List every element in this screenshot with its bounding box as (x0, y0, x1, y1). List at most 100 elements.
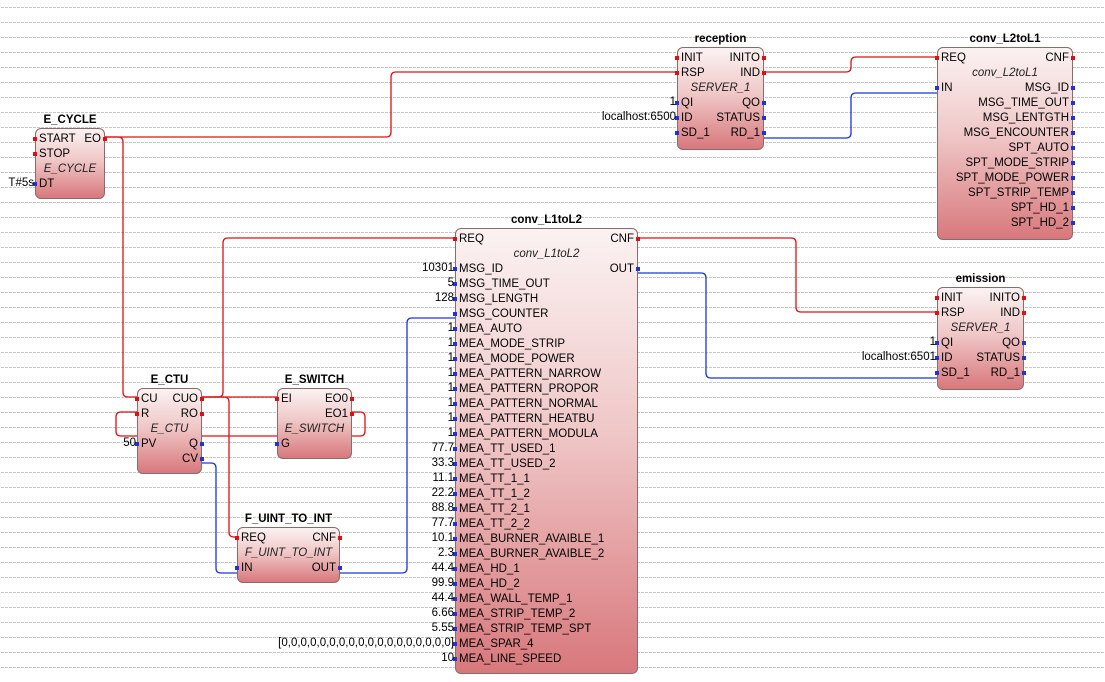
data-port-marker[interactable] (453, 642, 457, 646)
pin-mea-pattern-normal[interactable]: MEA_PATTERN_NORMAL (453, 397, 598, 412)
pin-mea-mode-power[interactable]: MEA_MODE_POWER (453, 352, 575, 367)
param-value-mea-mode-strip[interactable]: 1 (447, 337, 454, 349)
param-value-id[interactable]: localhost:6500 (601, 111, 676, 123)
pin-msg-encounter[interactable]: MSG_ENCOUNTER (964, 126, 1075, 141)
event-port-marker[interactable] (33, 152, 37, 156)
event-port-marker[interactable] (350, 397, 354, 401)
pin-mea-wall-temp-1[interactable]: MEA_WALL_TEMP_1 (453, 592, 572, 607)
wire-conv-l1tol2-out-to-emission-sd1[interactable] (637, 272, 940, 379)
pin-cnf[interactable]: CNF (312, 531, 342, 546)
param-value-mea-pattern-propor[interactable]: 1 (447, 382, 454, 394)
pin-mea-tt-2-1[interactable]: MEA_TT_2_1 (453, 502, 530, 517)
param-value-mea-tt-2-2[interactable]: 77.7 (431, 517, 454, 529)
event-port-marker[interactable] (675, 56, 679, 60)
pin-req[interactable]: REQ (235, 531, 266, 546)
pin-sd-1[interactable]: SD_1 (675, 126, 710, 141)
pin-mea-mode-strip[interactable]: MEA_MODE_STRIP (453, 337, 565, 352)
pin-init[interactable]: INIT (675, 51, 703, 66)
pin-spt-hd-2[interactable]: SPT_HD_2 (1011, 216, 1075, 231)
data-port-marker[interactable] (1022, 341, 1026, 345)
pin-g[interactable]: G (275, 437, 290, 452)
pin-pv[interactable]: PV (135, 437, 156, 452)
pin-mea-pattern-propor[interactable]: MEA_PATTERN_PROPOR (453, 382, 599, 397)
event-port-marker[interactable] (935, 296, 939, 300)
pin-mea-hd-1[interactable]: MEA_HD_1 (453, 562, 520, 577)
data-port-marker[interactable] (453, 522, 457, 526)
pin-cnf[interactable]: CNF (610, 232, 640, 247)
pin-rd-1[interactable]: RD_1 (731, 126, 766, 141)
pin-qi[interactable]: QI (935, 336, 953, 351)
pin-cnf[interactable]: CNF (1045, 51, 1075, 66)
param-value-mea-mode-power[interactable]: 1 (447, 352, 454, 364)
param-value-msg-id[interactable]: 10301 (422, 262, 454, 274)
param-value-pv[interactable]: 50 (123, 437, 136, 449)
event-port-marker[interactable] (338, 536, 342, 540)
pin-mea-tt-used-1[interactable]: MEA_TT_USED_1 (453, 442, 556, 457)
pin-eo1[interactable]: EO1 (325, 407, 354, 422)
data-port-marker[interactable] (453, 492, 457, 496)
pin-ei[interactable]: EI (275, 392, 292, 407)
data-port-marker[interactable] (453, 597, 457, 601)
param-value-msg-time-out[interactable]: 5 (447, 277, 454, 289)
event-port-marker[interactable] (350, 412, 354, 416)
param-value-qi[interactable]: 1 (929, 336, 936, 348)
data-port-marker[interactable] (200, 442, 204, 446)
data-port-marker[interactable] (135, 442, 139, 446)
pin-mea-burner-avaible-1[interactable]: MEA_BURNER_AVAIBLE_1 (453, 532, 604, 547)
wire-ectu-cuo-to-f-uint-req[interactable] (201, 396, 239, 538)
data-port-marker[interactable] (1071, 146, 1075, 150)
pin-spt-hd-1[interactable]: SPT_HD_1 (1011, 201, 1075, 216)
data-port-marker[interactable] (1071, 206, 1075, 210)
pin-qo[interactable]: QO (742, 96, 766, 111)
event-port-marker[interactable] (453, 237, 457, 241)
data-port-marker[interactable] (453, 327, 457, 331)
param-value-mea-strip-temp-2[interactable]: 6.66 (431, 607, 454, 619)
pin-ind[interactable]: IND (740, 66, 766, 81)
pin-r[interactable]: R (135, 407, 149, 422)
pin-init[interactable]: INIT (935, 291, 963, 306)
pin-mea-burner-avaible-2[interactable]: MEA_BURNER_AVAIBLE_2 (453, 547, 604, 562)
pin-id[interactable]: ID (675, 111, 693, 126)
event-port-marker[interactable] (33, 137, 37, 141)
data-port-marker[interactable] (453, 402, 457, 406)
wire-reception-ind-to-conv-l2tol1-req[interactable] (763, 56, 941, 73)
pin-msg-counter[interactable]: MSG_COUNTER (453, 307, 548, 322)
pin-cu[interactable]: CU (135, 392, 158, 407)
event-port-marker[interactable] (200, 412, 204, 416)
pin-msg-id[interactable]: MSG_ID (1025, 81, 1075, 96)
pin-msg-time-out[interactable]: MSG_TIME_OUT (978, 96, 1075, 111)
param-value-msg-length[interactable]: 128 (434, 292, 454, 304)
pin-status[interactable]: STATUS (976, 351, 1026, 366)
data-port-marker[interactable] (675, 116, 679, 120)
data-port-marker[interactable] (453, 432, 457, 436)
pin-req[interactable]: REQ (935, 51, 966, 66)
pin-cuo[interactable]: CUO (172, 392, 204, 407)
pin-mea-tt-used-2[interactable]: MEA_TT_USED_2 (453, 457, 556, 472)
param-value-mea-hd-1[interactable]: 44.4 (431, 562, 454, 574)
wire-conv-l1tol2-cnf-to-emission-rsp[interactable] (637, 237, 940, 313)
data-port-marker[interactable] (453, 507, 457, 511)
pin-inito[interactable]: INITO (990, 291, 1026, 306)
param-value-mea-wall-temp-1[interactable]: 44.4 (431, 592, 454, 604)
pin-qo[interactable]: QO (1002, 336, 1026, 351)
pin-mea-tt-1-1[interactable]: MEA_TT_1_1 (453, 472, 530, 487)
data-port-marker[interactable] (453, 267, 457, 271)
event-port-marker[interactable] (1022, 311, 1026, 315)
data-port-marker[interactable] (235, 566, 239, 570)
param-value-mea-spar-4[interactable]: [0,0,0,0,0,0,0,0,0,0,0,0,0,0,0,0,0,0] (278, 637, 454, 649)
data-port-marker[interactable] (453, 657, 457, 661)
data-port-marker[interactable] (935, 86, 939, 90)
event-port-marker[interactable] (935, 311, 939, 315)
data-port-marker[interactable] (1071, 161, 1075, 165)
param-value-mea-line-speed[interactable]: 10 (441, 652, 454, 664)
data-port-marker[interactable] (453, 552, 457, 556)
event-port-marker[interactable] (135, 412, 139, 416)
param-value-mea-tt-used-2[interactable]: 33.3 (431, 457, 454, 469)
data-port-marker[interactable] (1071, 116, 1075, 120)
data-port-marker[interactable] (453, 297, 457, 301)
event-port-marker[interactable] (275, 397, 279, 401)
pin-rsp[interactable]: RSP (935, 306, 965, 321)
